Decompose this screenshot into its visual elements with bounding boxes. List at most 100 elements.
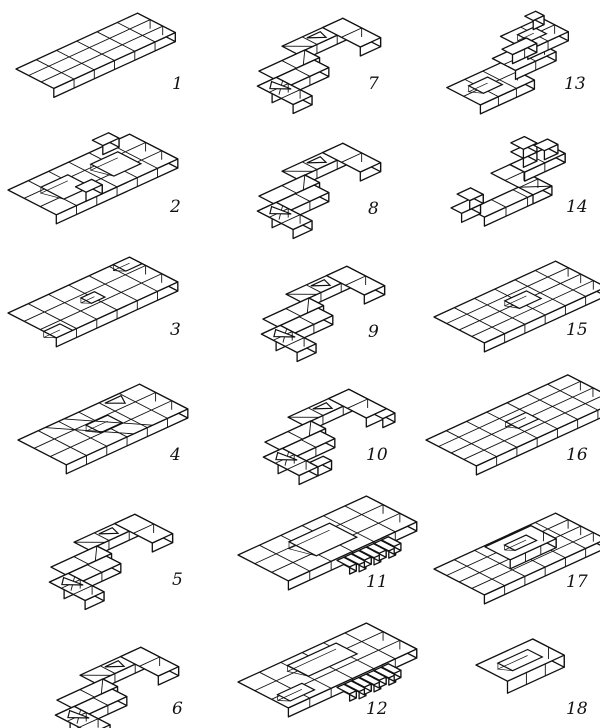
triangle-opening [269,80,292,90]
panel-13-number: 13 [564,74,586,94]
brick-joint-line [281,214,301,224]
brick-joint-line [344,632,396,660]
panel-3-number: 3 [170,320,181,340]
brick-joint-line [23,265,146,322]
panel-9-number: 9 [368,322,379,342]
brick-joint-line [36,59,75,80]
brick-joint-line [50,400,172,457]
brick-joint-line [308,407,324,416]
figure-panel-11: 11 [210,484,418,605]
panel-1-number: 1 [172,74,183,94]
panel-6-number: 6 [172,699,183,719]
panel-5-number: 5 [172,570,183,590]
brick-joint-line [438,380,581,447]
brick-top-face [456,187,484,202]
opening-outline [286,642,359,677]
brick-joint-line [512,189,528,198]
panel-10-number: 10 [366,445,388,465]
brick-joint-line [300,439,317,448]
opening-outline [503,290,543,310]
wedge-brick-joint [302,49,306,66]
brick-joint-line [73,585,93,595]
opening-outline [287,522,359,557]
brick-joint-line [117,22,156,43]
brick-joint-line [40,273,162,330]
panel-18-number: 18 [566,699,588,719]
opening-outline [467,76,504,94]
opening-inner-edge [467,82,488,94]
brick-joint-line [347,398,368,409]
figure-panel-1: 1 [0,0,200,121]
brick-joint-line [345,275,366,286]
brick-joint-line [471,532,594,589]
panel-18-drawing [475,638,565,694]
figure-panel-12: 12 [210,605,418,726]
panel-15-drawing [433,260,600,353]
brick-joint-line [94,532,110,541]
brick-top-face [533,138,559,152]
brick-joint-line [298,316,315,325]
brick-top-face [501,37,538,56]
wedge-brick-joint [100,678,104,695]
opening-inner-edge [286,648,337,677]
opening-outline [496,648,544,672]
brick-joint-line [287,460,307,470]
triangle-opening [67,709,90,719]
triangle-opening [104,659,126,668]
brick-top-face [380,663,402,675]
panel-13-drawing [446,10,569,115]
wedge-brick-joint [63,418,153,426]
panel-8-number: 8 [368,199,379,219]
panel-12-number: 12 [366,699,388,719]
brick-joint-line [33,392,156,449]
panel-2-drawing [7,132,179,225]
brick-joint-line [58,420,108,447]
panel-15-number: 15 [566,320,588,340]
triangle-opening [98,526,120,535]
brick-joint-line [68,161,118,188]
figure-panel-5: 5 [0,484,200,611]
panel-4-drawing [17,383,189,475]
figure-panel-14: 14 [410,121,600,242]
panel-17-number: 17 [566,572,588,592]
triangle-opening [310,278,332,287]
panel-12-drawing [237,622,418,718]
wedge-brick-joint [94,545,98,562]
brick-joint-line [281,60,297,69]
brick-joint-line [341,27,362,38]
panel-5-drawing [48,513,174,611]
panel-2-number: 2 [170,197,181,217]
triangle-opening [269,205,292,215]
brick-joint-line [86,564,103,573]
brick-joint-line [28,303,77,329]
brick-joint-line [96,31,136,52]
figure-panel-13: 13 [410,0,600,121]
panel-6-drawing [54,646,180,728]
panel-14-number: 14 [566,197,588,217]
brick-joint-line [79,689,95,698]
wedge-brick-joint [302,174,306,191]
brick-top-face [308,455,333,468]
panel-4-number: 4 [170,445,181,465]
panel-3-drawing [7,256,179,348]
wedge-brick-joint [518,185,552,188]
brick-joint-line [73,556,89,565]
brick-joint-line [133,523,154,534]
wedge-brick-joint [308,420,312,437]
opening-outline [89,151,143,177]
opening-inner-edge [277,688,303,702]
brick-joint-line [281,185,297,194]
figure-panel-7: 7 [210,0,410,121]
panel-11-drawing [237,495,418,591]
opening-inner-edge [43,329,61,339]
figure-panel-6: 6 [0,605,200,728]
brick-top-face [74,178,103,193]
panel-17-drawing [433,512,600,605]
triangle-opening [306,30,328,39]
brick-joint-line [294,68,311,77]
brick-joint-line [344,505,396,533]
opening-outline [504,411,540,429]
brick-joint-line [294,193,311,202]
wedge-brick-joint [306,297,310,314]
